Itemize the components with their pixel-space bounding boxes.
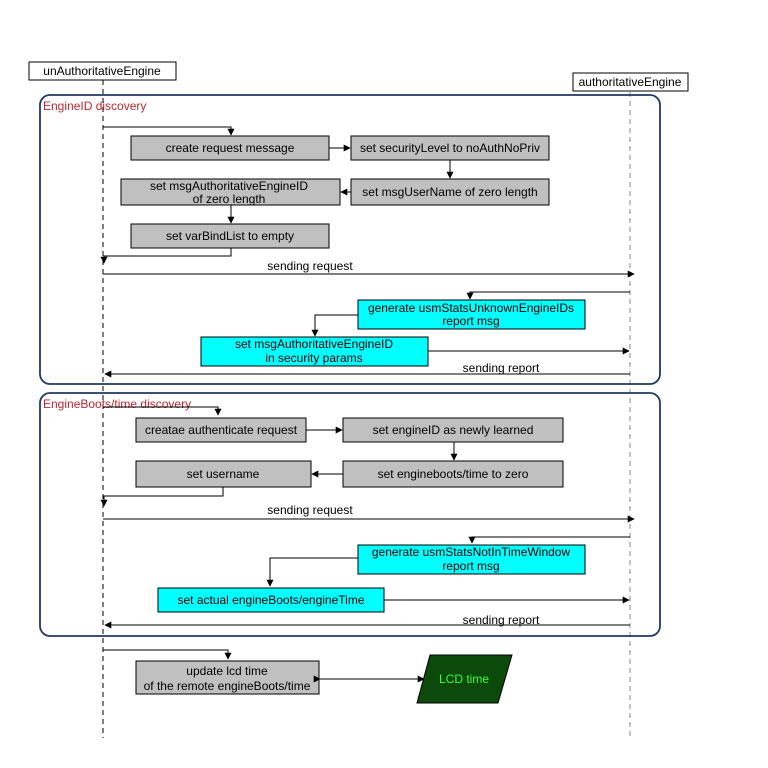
svg-text:update lcd time: update lcd time: [186, 664, 268, 678]
svg-text:set engineID as newly learned: set engineID as newly learned: [373, 423, 534, 437]
box-set-msg-username: set msgUserName of zero length: [350, 178, 550, 206]
svg-text:set engineboots/time to zero: set engineboots/time to zero: [378, 467, 529, 481]
box-update-lcd-time: update lcd time of the remote engineBoot…: [135, 660, 320, 695]
box-generate-unknown-engineids: generate usmStatsUnknownEngineIDs report…: [357, 299, 586, 330]
box-set-actual-boots-time: set actual engineBoots/engineTime: [157, 587, 385, 613]
box-set-security-level: set securityLevel to noAuthNoPriv: [350, 135, 550, 161]
frame-engineboots-discovery: EngineBoots/time discovery creatae authe…: [39, 392, 661, 637]
svg-text:report msg: report msg: [442, 559, 499, 573]
box-set-boots-zero: set engineboots/time to zero: [342, 460, 564, 488]
arrow-varbind-return: [100, 248, 232, 264]
arrow-username-return: [100, 487, 224, 507]
svg-text:generate usmStatsUnknownEngine: generate usmStatsUnknownEngineIDs: [368, 301, 574, 315]
svg-text:set msgAuthoritativeEngineID: set msgAuthoritativeEngineID: [150, 179, 308, 193]
svg-text:set varBindList to empty: set varBindList to empty: [166, 229, 294, 243]
box-set-msg-engineid-zero: set msgAuthoritativeEngineID of zero len…: [120, 178, 341, 206]
participant-right-label: authoritativeEngine: [579, 75, 682, 89]
svg-text:creatae authenticate request: creatae authenticate request: [145, 423, 298, 437]
box-set-varbind: set varBindList to empty: [130, 223, 330, 249]
box-create-authenticate-request: creatae authenticate request: [135, 417, 307, 443]
svg-text:set username: set username: [187, 467, 260, 481]
box-generate-notintime: generate usmStatsNotInTimeWindow report …: [357, 544, 586, 575]
label-sending-request-1: sending request: [267, 259, 353, 273]
frame-title-engineid: EngineID discovery: [43, 99, 146, 113]
box-set-engineid-learned: set engineID as newly learned: [342, 417, 564, 443]
svg-text:set msgUserName of zero length: set msgUserName of zero length: [362, 185, 537, 199]
svg-text:of zero length: of zero length: [193, 192, 266, 206]
arrow-to-create-request: [103, 126, 235, 136]
lcd-time-data-store: LCD time: [416, 654, 513, 704]
frame-engineid-discovery: EngineID discovery create request messag…: [39, 94, 661, 385]
arrow-to-generate-unknown: [466, 291, 630, 300]
svg-text:report msg: report msg: [442, 314, 499, 328]
arrow-generate-to-actual: [266, 557, 358, 587]
label-sending-report-1: sending report: [463, 361, 540, 375]
participant-right: authoritativeEngine: [572, 72, 689, 92]
svg-text:set actual engineBoots/engineT: set actual engineBoots/engineTime: [177, 593, 364, 607]
svg-text:generate usmStatsNotInTimeWind: generate usmStatsNotInTimeWindow: [372, 545, 571, 559]
svg-text:set securityLevel to noAuthNoP: set securityLevel to noAuthNoPriv: [360, 141, 540, 155]
participant-left-label: unAuthoritativeEngine: [43, 64, 161, 78]
frame-title-boots: EngineBoots/time discovery: [43, 397, 191, 411]
arrow-to-update-lcd: [103, 649, 232, 660]
svg-text:in security params: in security params: [265, 351, 362, 365]
label-sending-request-2: sending request: [267, 503, 353, 517]
arrow-to-generate-notintime: [468, 536, 630, 544]
label-sending-report-2: sending report: [463, 613, 540, 627]
box-set-username: set username: [135, 460, 312, 488]
lcd-time-label: LCD time: [439, 672, 489, 686]
svg-text:set msgAuthoritativeEngineID: set msgAuthoritativeEngineID: [235, 337, 393, 351]
box-create-request: create request message: [130, 135, 330, 161]
svg-text:of the remote engineBoots/time: of the remote engineBoots/time: [144, 679, 311, 693]
box-set-in-security-params: set msgAuthoritativeEngineID in security…: [200, 336, 429, 367]
arrow-to-create-auth: [103, 406, 222, 416]
svg-text:create request message: create request message: [166, 141, 295, 155]
arrow-generate-to-set-params: [311, 314, 358, 337]
participant-left: unAuthoritativeEngine: [28, 61, 177, 81]
